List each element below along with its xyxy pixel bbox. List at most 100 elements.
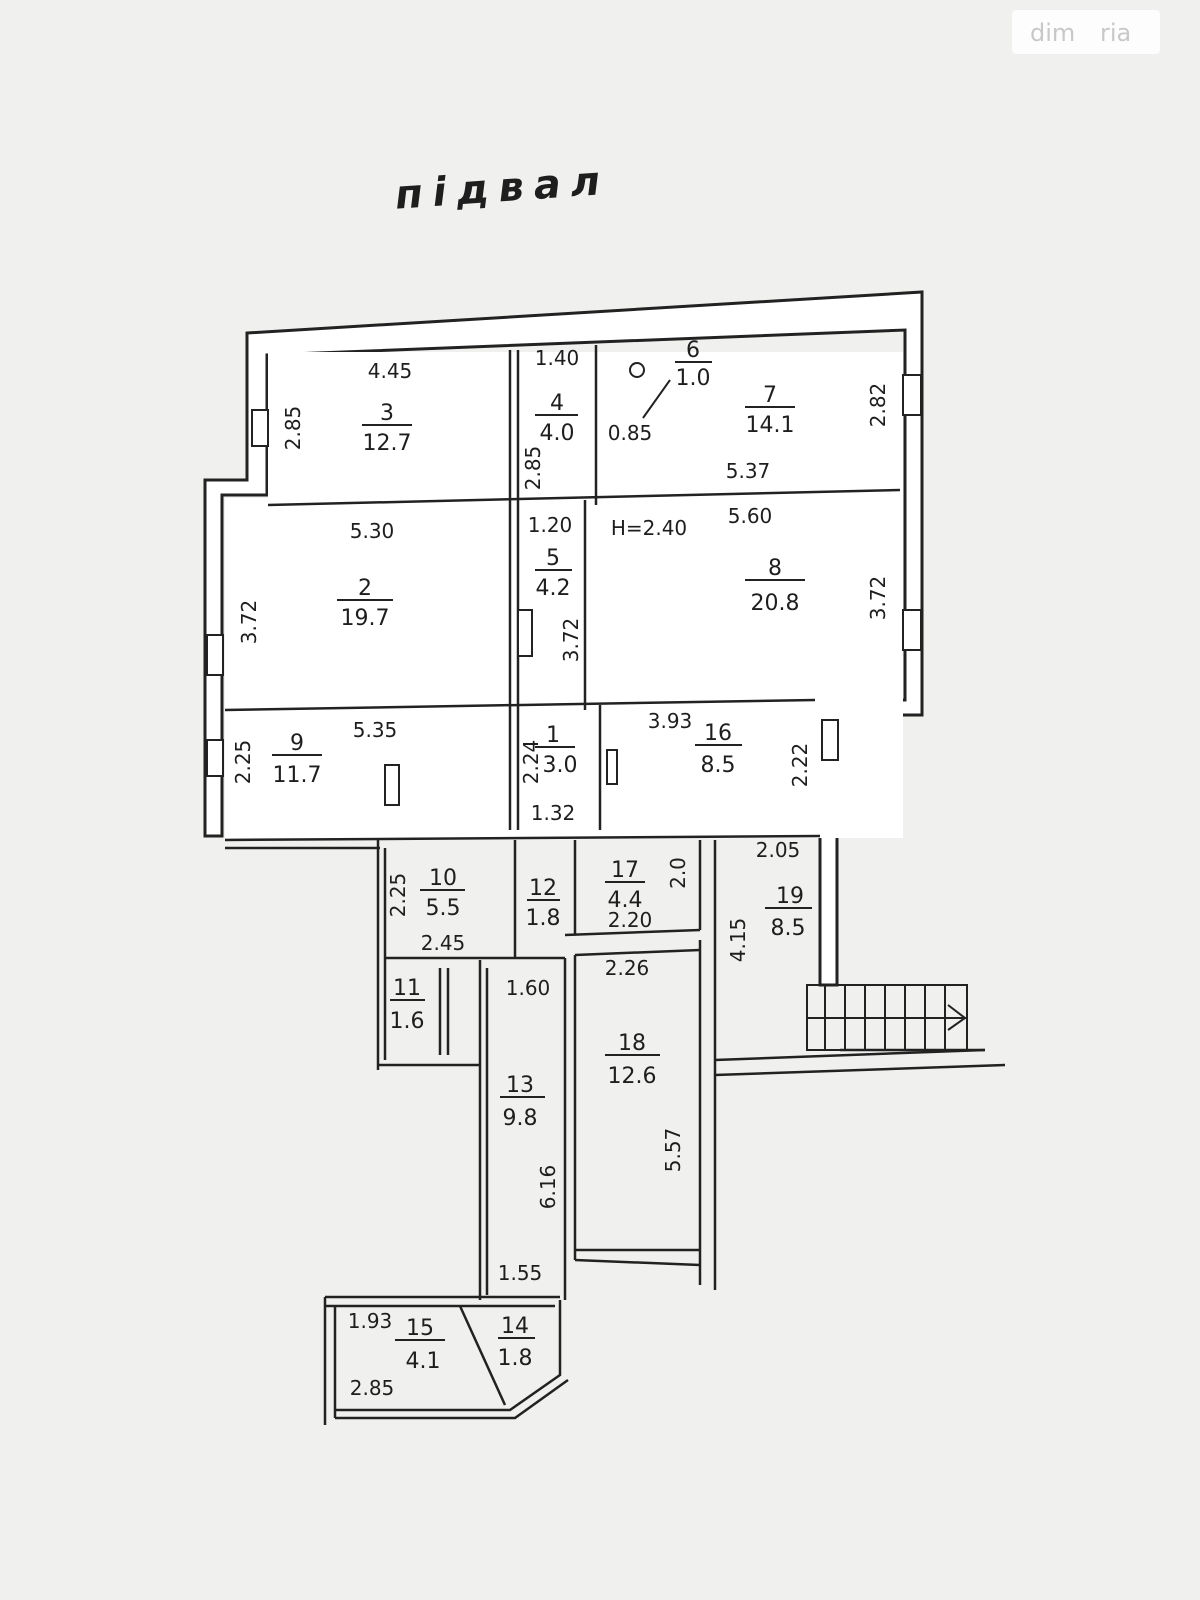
svg-text:4.2: 4.2 (536, 576, 571, 601)
fixture-room-5 (517, 609, 533, 657)
svg-text:2: 2 (358, 576, 372, 601)
room-16: 16 8.5 (695, 721, 742, 778)
svg-text:3.0: 3.0 (543, 753, 578, 778)
svg-text:2.26: 2.26 (605, 956, 650, 980)
svg-text:2.85: 2.85 (521, 446, 545, 491)
svg-text:H=2.40: H=2.40 (611, 516, 687, 540)
svg-text:11.7: 11.7 (273, 763, 322, 788)
svg-text:2.25: 2.25 (386, 873, 410, 918)
svg-text:1.20: 1.20 (528, 513, 573, 537)
svg-text:12: 12 (529, 876, 557, 901)
room-1: 1 3.0 (535, 723, 578, 778)
svg-text:12.6: 12.6 (608, 1064, 657, 1089)
plan-title: підвал (393, 158, 611, 219)
svg-text:2.24: 2.24 (519, 740, 543, 785)
room-12: 12 1.8 (526, 876, 561, 931)
svg-text:1.8: 1.8 (526, 906, 561, 931)
svg-text:6: 6 (686, 338, 700, 363)
svg-text:5.30: 5.30 (350, 519, 395, 543)
svg-text:14.1: 14.1 (746, 413, 795, 438)
room-19: 19 8.5 (765, 884, 812, 941)
svg-text:2.85: 2.85 (350, 1376, 395, 1400)
svg-text:12.7: 12.7 (363, 431, 412, 456)
svg-text:1.8: 1.8 (498, 1346, 533, 1371)
svg-text:1.6: 1.6 (390, 1009, 425, 1034)
svg-text:11: 11 (393, 976, 421, 1001)
svg-text:2.25: 2.25 (231, 740, 255, 785)
svg-text:4.4: 4.4 (608, 888, 643, 913)
room-14: 14 1.8 (498, 1314, 535, 1371)
walls (203, 290, 1006, 1425)
svg-text:8.5: 8.5 (771, 916, 806, 941)
svg-text:8: 8 (768, 556, 782, 581)
room-8: 8 20.8 (745, 556, 805, 616)
svg-text:1.40: 1.40 (535, 346, 580, 370)
windows (206, 374, 922, 777)
svg-text:3.93: 3.93 (648, 709, 693, 733)
svg-text:4.0: 4.0 (540, 421, 575, 446)
room-6: 6 1.0 (675, 338, 712, 391)
svg-text:5.35: 5.35 (353, 718, 398, 742)
svg-text:16: 16 (704, 721, 732, 746)
room-labels: 3 12.7 4 4.0 6 1.0 7 14.1 2 19.7 5 4.2 (272, 338, 812, 1374)
svg-text:1.55: 1.55 (498, 1261, 543, 1285)
room-17: 17 4.4 (605, 858, 645, 913)
room-5: 5 4.2 (535, 546, 572, 601)
svg-text:3.72: 3.72 (866, 576, 890, 621)
svg-text:5.57: 5.57 (661, 1128, 685, 1173)
svg-text:3: 3 (380, 401, 394, 426)
room-9: 9 11.7 (272, 731, 322, 788)
svg-text:4.45: 4.45 (368, 359, 413, 383)
svg-text:0.85: 0.85 (608, 421, 653, 445)
svg-text:7: 7 (763, 383, 777, 408)
svg-text:4: 4 (550, 391, 564, 416)
svg-text:9: 9 (290, 731, 304, 756)
svg-text:1: 1 (546, 723, 560, 748)
svg-text:2.45: 2.45 (421, 931, 466, 955)
svg-text:15: 15 (406, 1316, 434, 1341)
svg-text:20.8: 20.8 (751, 591, 800, 616)
svg-text:3.72: 3.72 (237, 600, 261, 645)
svg-text:5: 5 (546, 546, 560, 571)
stairs (806, 984, 968, 1051)
room-10: 10 5.5 (420, 866, 465, 921)
svg-text:4.1: 4.1 (406, 1349, 441, 1374)
svg-text:1.32: 1.32 (531, 801, 576, 825)
svg-text:2.0: 2.0 (666, 857, 690, 889)
svg-text:19.7: 19.7 (341, 606, 390, 631)
watermark-right: ria (1100, 19, 1131, 47)
svg-text:5.60: 5.60 (728, 504, 773, 528)
room-3: 3 12.7 (362, 401, 412, 456)
svg-text:17: 17 (611, 858, 639, 883)
svg-text:13: 13 (506, 1073, 534, 1098)
svg-text:1.93: 1.93 (348, 1309, 393, 1333)
dimension-labels: 4.45 2.85 1.40 2.85 0.85 5.37 2.82 5.30 … (231, 346, 890, 1400)
svg-text:1.60: 1.60 (506, 976, 551, 1000)
svg-text:2.82: 2.82 (866, 383, 890, 428)
svg-text:1.0: 1.0 (676, 366, 711, 391)
svg-text:2.22: 2.22 (788, 743, 812, 788)
svg-text:3.72: 3.72 (559, 618, 583, 663)
room-4: 4 4.0 (535, 391, 578, 446)
svg-text:4.15: 4.15 (726, 918, 750, 963)
watermark: dim ria (1012, 10, 1160, 54)
svg-text:6.16: 6.16 (536, 1165, 560, 1210)
fixture-room-16 (606, 749, 618, 785)
room-13: 13 9.8 (500, 1073, 545, 1131)
svg-text:5.5: 5.5 (426, 896, 461, 921)
svg-text:2.20: 2.20 (608, 908, 653, 932)
svg-text:18: 18 (618, 1031, 646, 1056)
svg-text:19: 19 (776, 884, 804, 909)
room-15: 15 4.1 (395, 1316, 445, 1374)
room-2: 2 19.7 (337, 576, 393, 631)
svg-text:9.8: 9.8 (503, 1106, 538, 1131)
fixture-room-9 (384, 764, 400, 806)
room-18: 18 12.6 (605, 1031, 660, 1089)
room-11: 11 1.6 (390, 976, 425, 1034)
svg-text:10: 10 (429, 866, 457, 891)
svg-text:5.37: 5.37 (726, 459, 771, 483)
watermark-left: dim (1030, 19, 1075, 47)
room-7: 7 14.1 (745, 383, 795, 438)
svg-text:14: 14 (501, 1314, 529, 1339)
